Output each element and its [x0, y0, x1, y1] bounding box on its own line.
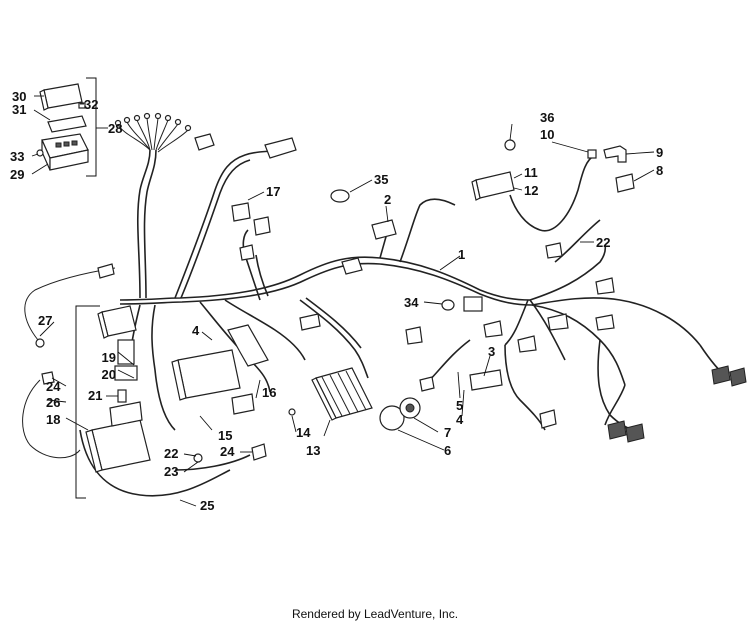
relay-connector — [231, 202, 251, 222]
callout-13: 13 — [306, 443, 320, 458]
callout-3: 3 — [488, 344, 495, 359]
harness-connector — [299, 313, 321, 331]
callout-32: 32 — [84, 97, 98, 112]
cable-terminal — [35, 338, 45, 348]
harness-connector — [371, 219, 397, 240]
callout-25: 25 — [200, 498, 214, 513]
nut — [504, 139, 516, 151]
harness-connector — [341, 257, 363, 275]
callout-18: 18 — [46, 412, 60, 427]
callout-1: 1 — [458, 247, 465, 262]
fuse-box-cover — [39, 83, 83, 111]
callout-36: 36 — [540, 110, 554, 125]
callout-19: 19 — [102, 350, 116, 365]
harness-connector — [595, 277, 615, 295]
callout-4: 4 — [192, 323, 200, 338]
wire-clamp — [441, 299, 455, 311]
headlight-connector — [607, 420, 627, 440]
callout-22: 22 — [596, 235, 610, 250]
headlight-connector — [711, 365, 731, 385]
cable-terminal — [97, 263, 115, 279]
fuse-box-seal — [47, 115, 87, 133]
callout-20: 20 — [102, 367, 116, 382]
group-brackets — [75, 77, 100, 499]
callout-numbers: 30 31 32 28 33 29 36 10 9 11 12 8 35 2 1… — [10, 89, 663, 513]
callout-24b: 24 — [220, 444, 235, 459]
harness-connector — [483, 320, 503, 338]
sleeve — [615, 173, 635, 193]
headlight-connector — [729, 367, 747, 387]
callout-14: 14 — [296, 425, 311, 440]
mounting-plate — [469, 369, 503, 391]
hose-fitting — [587, 149, 597, 159]
harness-connector — [231, 393, 255, 415]
harness-connector — [517, 335, 537, 353]
callout-35: 35 — [374, 172, 388, 187]
voltage-regulator — [311, 367, 373, 421]
callout-23: 23 — [164, 464, 178, 479]
harness-connector — [595, 314, 615, 331]
callout-4b: 4 — [456, 412, 464, 427]
relay-connector — [239, 244, 255, 261]
callout-bracket — [86, 77, 97, 177]
callout-12: 12 — [524, 183, 538, 198]
callout-24: 24 — [46, 379, 61, 394]
hose-elbow — [603, 145, 627, 163]
fuse — [117, 389, 127, 403]
starter-relay — [97, 305, 138, 381]
headlight-connector — [625, 423, 645, 443]
callout-6: 6 — [444, 443, 451, 458]
callout-15: 15 — [218, 428, 232, 443]
callout-29: 29 — [10, 167, 24, 182]
cable-terminal — [193, 453, 203, 463]
solenoid — [85, 401, 151, 473]
callout-34: 34 — [404, 295, 419, 310]
harness-connector — [194, 133, 215, 151]
relay-connector — [253, 216, 271, 236]
harness-connector — [545, 242, 563, 259]
callout-bracket — [75, 305, 100, 499]
callout-31: 31 — [12, 102, 26, 117]
callout-10: 10 — [540, 127, 554, 142]
callout-33: 33 — [10, 149, 24, 164]
wiring-harness-diagram: 30 31 32 28 33 29 36 10 9 11 12 8 35 2 1… — [10, 77, 747, 513]
terminal-bolt — [41, 371, 55, 385]
mounting-bracket — [227, 324, 269, 367]
footer-credit: Rendered by LeadVenture, Inc. — [291, 607, 459, 621]
harness-connector — [463, 296, 483, 312]
callout-2: 2 — [384, 192, 391, 207]
cdi-module — [171, 349, 241, 401]
callout-30: 30 — [12, 89, 26, 104]
control-module — [471, 171, 515, 201]
screw — [288, 408, 296, 416]
cable-terminal — [251, 443, 267, 461]
fuse-terminals — [114, 112, 192, 132]
components — [35, 83, 747, 473]
callout-7: 7 — [444, 425, 451, 440]
callout-9: 9 — [656, 145, 663, 160]
harness-connector — [419, 376, 435, 392]
screw — [36, 149, 44, 157]
fuse — [78, 102, 86, 109]
fuse-block — [41, 133, 89, 171]
leader-lines — [31, 95, 655, 507]
indicator-switch — [379, 397, 421, 431]
harness-connector — [264, 137, 297, 159]
callout-28: 28 — [108, 121, 122, 136]
harness-connector — [539, 409, 557, 429]
callout-5: 5 — [456, 398, 463, 413]
callout-17: 17 — [266, 184, 280, 199]
callout-16: 16 — [262, 385, 276, 400]
callout-22b: 22 — [164, 446, 178, 461]
harness-connector — [547, 313, 569, 331]
harness-connector — [405, 326, 423, 345]
callout-27: 27 — [38, 313, 52, 328]
callout-26: 26 — [46, 395, 60, 410]
callout-11: 11 — [524, 165, 538, 180]
callout-8: 8 — [656, 163, 663, 178]
callout-21: 21 — [88, 388, 102, 403]
wire-clamp — [330, 189, 350, 203]
